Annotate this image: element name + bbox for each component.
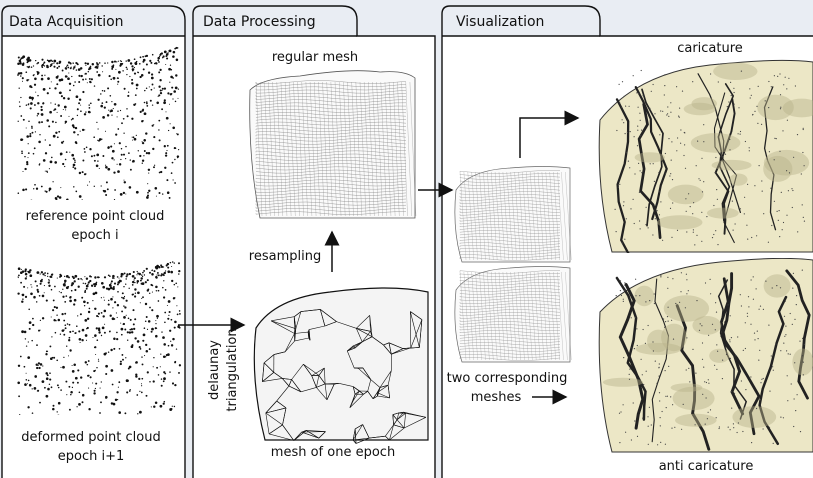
- delaunay-label: delaunay: [207, 340, 222, 400]
- to-caricature-arrow: [519, 110, 580, 158]
- meshes-label: meshes: [471, 390, 522, 405]
- reference-cloud-label: reference point cloud: [26, 209, 165, 224]
- deformed-cloud-label: deformed point cloud: [21, 430, 160, 445]
- panel-title-processing: Data Processing: [203, 14, 316, 30]
- panel-title-visualization: Visualization: [456, 14, 544, 30]
- resampling-label: resampling: [249, 249, 321, 264]
- anti-caricature-surface-image: [598, 258, 813, 453]
- mesh-of-one-epoch-label: mesh of one epoch: [271, 445, 395, 460]
- two-corresponding-label: two corresponding: [447, 371, 568, 386]
- panel-data-acquisition: Data Acquisition: [1, 5, 186, 478]
- reference-point-cloud-image: [17, 46, 180, 200]
- caricature-label: caricature: [677, 41, 743, 56]
- caricature-surface-image: [598, 59, 813, 253]
- corresponding-mesh-1-image: [454, 166, 572, 263]
- regular-mesh-label: regular mesh: [272, 50, 358, 65]
- deformed-point-cloud-image: [17, 261, 182, 415]
- deformed-cloud-epoch-label: epoch i+1: [58, 449, 125, 464]
- anti-caricature-label: anti caricature: [659, 459, 754, 474]
- panel-title-acquisition: Data Acquisition: [9, 14, 124, 30]
- triangulation-label: triangulation: [225, 328, 240, 411]
- reference-cloud-epoch-label: epoch i: [71, 228, 118, 243]
- delaunay-mesh-image: [253, 287, 429, 444]
- regular-mesh-image: [249, 70, 417, 219]
- corresponding-mesh-2-image: [454, 266, 572, 363]
